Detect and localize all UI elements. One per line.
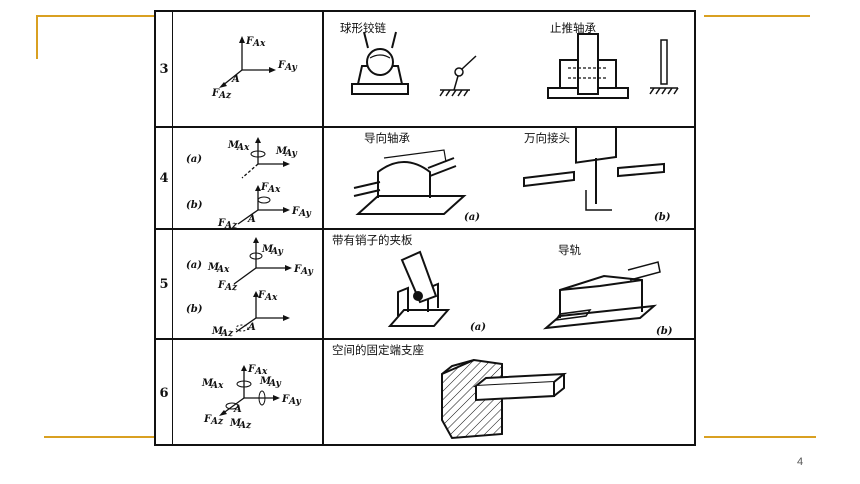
guide-bearing-drawing xyxy=(353,149,467,215)
fixed-support-drawing xyxy=(441,358,568,440)
force-symbol-cell: F Ax F Ay F Az A xyxy=(172,12,324,126)
force-diagram: F Ax F Ay F Az M Ax M Ay M Az A xyxy=(201,364,302,431)
force-label: F xyxy=(247,364,256,375)
force-label: F xyxy=(260,182,269,193)
deco-line-top-right xyxy=(704,15,810,17)
force-label: F xyxy=(277,60,286,71)
origin-label: A xyxy=(247,322,256,333)
universal-joint-drawing xyxy=(523,128,665,211)
illustration-cell: 空间的固定端支座 xyxy=(324,340,694,446)
force-diagram: (a) (b) M Ax M Ay F xyxy=(186,137,312,228)
force-sub: Ax xyxy=(264,293,278,303)
force-sub: Ay xyxy=(298,209,312,219)
sub-label: (b) xyxy=(654,212,671,223)
support-illustrations: 带有销子的夹板 导轨 (a) (b) xyxy=(332,233,673,337)
variant-label: (b) xyxy=(186,200,203,211)
illustration-cell: 带有销子的夹板 导轨 (a) (b) xyxy=(324,230,694,338)
table-row-5: 5 (a) (b) M Ax M Ay F Ay F Az xyxy=(156,230,694,340)
caption-pinned-clamp: 带有销子的夹板 xyxy=(332,233,413,247)
guide-rail-drawing xyxy=(542,261,661,330)
force-sub: Ay xyxy=(288,397,302,407)
force-label: F xyxy=(217,280,226,291)
force-sub: Ay xyxy=(284,63,298,73)
thrust-bearing-symbol xyxy=(649,39,679,95)
caption-guide-bearing: 导向轴承 xyxy=(364,131,410,145)
variant-label: (b) xyxy=(186,304,203,315)
caption-thrust-bearing: 止推轴承 xyxy=(550,21,596,35)
support-illustrations: 导向轴承 万向接头 (a) (b) xyxy=(353,128,671,223)
force-label: F xyxy=(293,264,302,275)
caption-fixed-support: 空间的固定端支座 xyxy=(332,343,424,357)
force-label: F xyxy=(211,88,220,99)
row-number: 5 xyxy=(156,230,173,338)
moment-sub: Ay xyxy=(268,379,282,389)
pinned-clamp-drawing xyxy=(387,250,451,327)
moment-sub: Ax xyxy=(210,381,224,391)
moment-label: M xyxy=(211,326,224,337)
force-label: F xyxy=(281,394,290,405)
page-number: 4 xyxy=(797,456,804,468)
force-label: F xyxy=(291,206,300,217)
table-row-6: 6 F Ax F Ay F Az M Ax M Ay xyxy=(156,340,694,446)
illustration-cell: 导向轴承 万向接头 (a) (b) xyxy=(324,128,694,228)
support-illustrations: 球形铰链 止推轴承 xyxy=(340,21,679,99)
force-sub: Az xyxy=(210,417,224,427)
moment-sub: Ax xyxy=(216,265,230,275)
origin-label: A xyxy=(233,404,242,415)
force-label: F xyxy=(245,36,254,47)
variant-label: (a) xyxy=(186,260,202,271)
deco-line-left-vertical xyxy=(36,15,38,59)
origin-label: A xyxy=(231,74,240,85)
table-row-3: 3 F Ax F Ay F Az A 球形铰链 止推轴承 xyxy=(156,12,694,128)
force-symbol-cell: (a) (b) M Ax M Ay F Ay F Az xyxy=(172,230,324,338)
moment-label: M xyxy=(201,378,214,389)
force-diagram: (a) (b) M Ax M Ay F Ay F Az xyxy=(186,237,314,338)
force-label: F xyxy=(203,414,212,425)
force-sub: Az xyxy=(224,221,238,228)
moment-sub: Ay xyxy=(284,149,298,159)
caption-guide-rail: 导轨 xyxy=(558,243,581,257)
force-label: F xyxy=(257,290,266,301)
force-sub: Az xyxy=(224,283,238,293)
constraint-table: 3 F Ax F Ay F Az A 球形铰链 止推轴承 xyxy=(154,10,696,446)
force-symbol-cell: F Ax F Ay F Az M Ax M Ay M Az A xyxy=(172,340,324,446)
moment-label: M xyxy=(207,262,220,273)
force-sub: Ax xyxy=(254,367,268,377)
moment-label: M xyxy=(229,418,242,429)
row-number: 3 xyxy=(156,12,173,126)
table-row-4: 4 (a) (b) M Ax M Ay xyxy=(156,128,694,230)
thrust-bearing-drawing xyxy=(547,33,629,99)
force-symbol-cell: (a) (b) M Ax M Ay F xyxy=(172,128,324,228)
spherical-hinge-drawing xyxy=(351,31,409,95)
force-sub: Ax xyxy=(267,185,281,195)
caption-spherical-hinge: 球形铰链 xyxy=(340,21,386,35)
moment-label: M xyxy=(227,140,240,151)
force-sub: Ay xyxy=(300,267,314,277)
sub-label: (a) xyxy=(464,212,480,223)
force-sub: Az xyxy=(218,91,232,101)
moment-sub: Ax xyxy=(236,143,250,153)
row-number: 6 xyxy=(156,340,173,446)
moment-label: M xyxy=(259,376,272,387)
caption-universal-joint: 万向接头 xyxy=(524,131,570,145)
moment-label: M xyxy=(275,146,288,157)
moment-sub: Az xyxy=(238,421,252,431)
deco-line-bottom-right xyxy=(704,436,816,438)
moment-sub: Ay xyxy=(270,247,284,257)
illustration-cell: 球形铰链 止推轴承 xyxy=(324,12,694,126)
deco-line-bottom-left xyxy=(44,436,154,438)
support-illustrations: 空间的固定端支座 xyxy=(332,343,568,440)
force-sub: Ax xyxy=(252,39,266,49)
moment-label: M xyxy=(261,244,274,255)
force-diagram: F Ax F Ay F Az A xyxy=(211,36,298,101)
spherical-hinge-symbol xyxy=(439,55,477,97)
moment-sub: Az xyxy=(220,329,234,338)
sub-label: (b) xyxy=(656,326,673,337)
variant-label: (a) xyxy=(186,154,202,165)
deco-line-top-left xyxy=(36,15,154,17)
origin-label: A xyxy=(247,214,256,225)
row-number: 4 xyxy=(156,128,173,228)
force-label: F xyxy=(217,218,226,228)
sub-label: (a) xyxy=(470,322,486,333)
